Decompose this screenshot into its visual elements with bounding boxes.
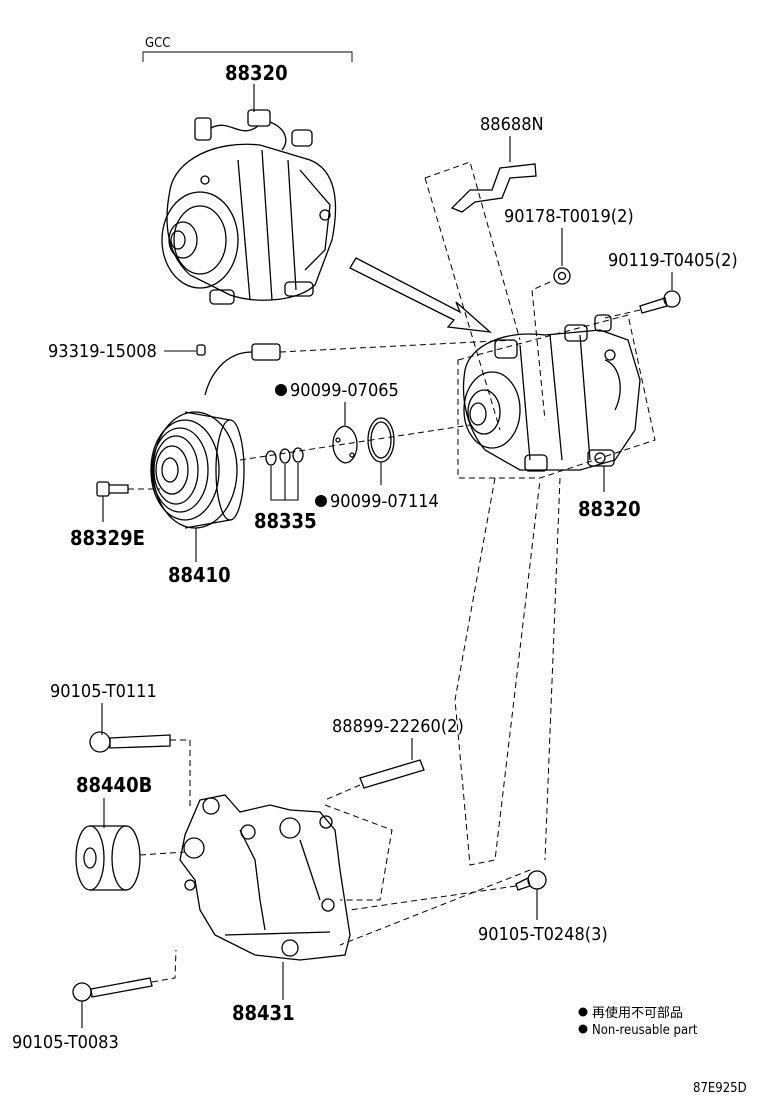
clutch-pulley-illustration (150, 411, 245, 529)
legend-bullet-2 (578, 1024, 588, 1034)
part-label-ring-2: 90099-07114 (330, 491, 439, 512)
gcc-label: GCC (145, 36, 170, 51)
legend-line-1: 再使用不可部品 (592, 1005, 683, 1021)
assembly-arrow (349, 257, 492, 333)
part-label-compressor-right: 88320 (578, 497, 641, 521)
part-label-nut-top: 90178-T0019(2) (504, 206, 634, 227)
bolt-left-upper-illustration (89, 731, 171, 753)
part-label-stud-bolt: 88899-22260(2) (332, 716, 464, 737)
part-label-bracket-wire: 88688N (480, 114, 544, 135)
sensor-wire-illustration (204, 339, 516, 396)
screw-sensor-illustration (196, 344, 206, 356)
part-label-bracket: 88431 (232, 1001, 295, 1025)
legend-line-2: Non-reusable part (592, 1023, 698, 1038)
bracket-wire-illustration (450, 163, 537, 213)
compressor-top-illustration (161, 109, 337, 305)
part-label-compressor-top: 88320 (225, 61, 288, 85)
part-label-bolt-pulley: 88329E (70, 526, 145, 550)
non-reusable-mark-ring-1 (275, 384, 287, 396)
part-label-bolt-left-upper: 90105-T0111 (50, 681, 157, 702)
compressor-right-illustration (462, 314, 641, 472)
part-label-bolt-left-lower: 90105-T0083 (12, 1032, 119, 1053)
bolt-top-right-illustration (639, 290, 681, 314)
bolt-pulley-illustration (96, 481, 129, 497)
part-label-screw-sensor: 93319-15008 (48, 341, 157, 362)
part-label-clutch-pulley: 88410 (168, 563, 231, 587)
shims-illustration (265, 447, 304, 466)
nut-top-illustration (553, 267, 571, 285)
part-label-bolt-bracket: 90105-T0248(3) (478, 924, 608, 945)
bolt-left-lower-illustration (72, 977, 153, 1002)
bracket-illustration (179, 794, 351, 961)
non-reusable-mark-ring-2 (315, 495, 327, 507)
part-label-ring-1: 90099-07065 (290, 380, 399, 401)
stud-bolt-illustration (359, 759, 425, 789)
ring-1-illustration (332, 425, 358, 464)
part-label-idler-pulley: 88440B (76, 773, 152, 797)
legend: 再使用不可部品 Non-reusable part (578, 1005, 698, 1038)
part-label-shims: 88335 (254, 509, 317, 533)
gcc-bracket (142, 51, 353, 62)
legend-bullet-1 (578, 1007, 588, 1017)
part-label-bolt-top-right: 90119-T0405(2) (608, 250, 738, 271)
diagram-code: 87E925D (693, 1081, 747, 1096)
idler-pulley-illustration (75, 825, 141, 891)
